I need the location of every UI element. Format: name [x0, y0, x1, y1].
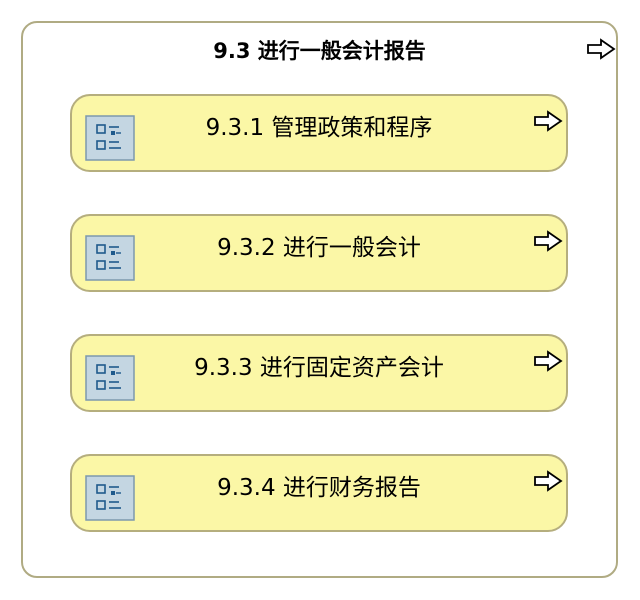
process-group-9-3: 9.3 进行一般会计报告 9.3.1 管理政策和程序	[21, 21, 618, 578]
process-list-icon	[85, 235, 135, 281]
arrow-right-icon[interactable]	[533, 350, 563, 372]
process-item-9-3-4[interactable]: 9.3.4 进行财务报告	[70, 454, 568, 532]
arrow-right-icon[interactable]	[586, 38, 616, 60]
process-item-9-3-1[interactable]: 9.3.1 管理政策和程序	[70, 94, 568, 172]
process-item-label: 9.3.4 进行财务报告	[217, 475, 421, 501]
process-list-icon	[85, 475, 135, 521]
process-item-9-3-3[interactable]: 9.3.3 进行固定资产会计	[70, 334, 568, 412]
process-item-label: 9.3.3 进行固定资产会计	[194, 355, 444, 381]
process-item-label: 9.3.2 进行一般会计	[217, 235, 421, 261]
process-list-icon	[85, 355, 135, 401]
group-title: 9.3 进行一般会计报告	[213, 39, 426, 63]
arrow-right-icon[interactable]	[533, 470, 563, 492]
process-item-9-3-2[interactable]: 9.3.2 进行一般会计	[70, 214, 568, 292]
process-item-label: 9.3.1 管理政策和程序	[205, 115, 433, 141]
arrow-right-icon[interactable]	[533, 230, 563, 252]
arrow-right-icon[interactable]	[533, 110, 563, 132]
process-list-icon	[85, 115, 135, 161]
